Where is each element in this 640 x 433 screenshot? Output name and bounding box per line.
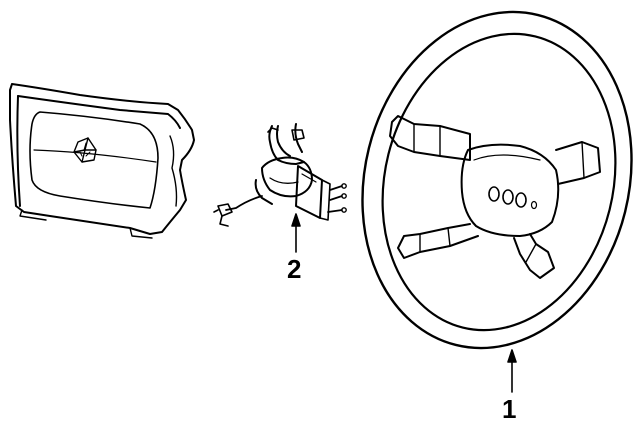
pentastar-logo-icon	[73, 137, 97, 163]
steering-wheel-spokes	[389, 115, 601, 279]
callout-label-2: 2	[287, 254, 302, 284]
callout-label-1: 1	[502, 394, 517, 424]
steering-wheel-hub	[460, 143, 560, 237]
leader-line-1	[507, 349, 517, 393]
airbag-module	[9, 83, 195, 239]
clock-spring	[213, 123, 347, 227]
steering-wheel	[361, 10, 633, 350]
leader-line-2	[291, 213, 301, 253]
